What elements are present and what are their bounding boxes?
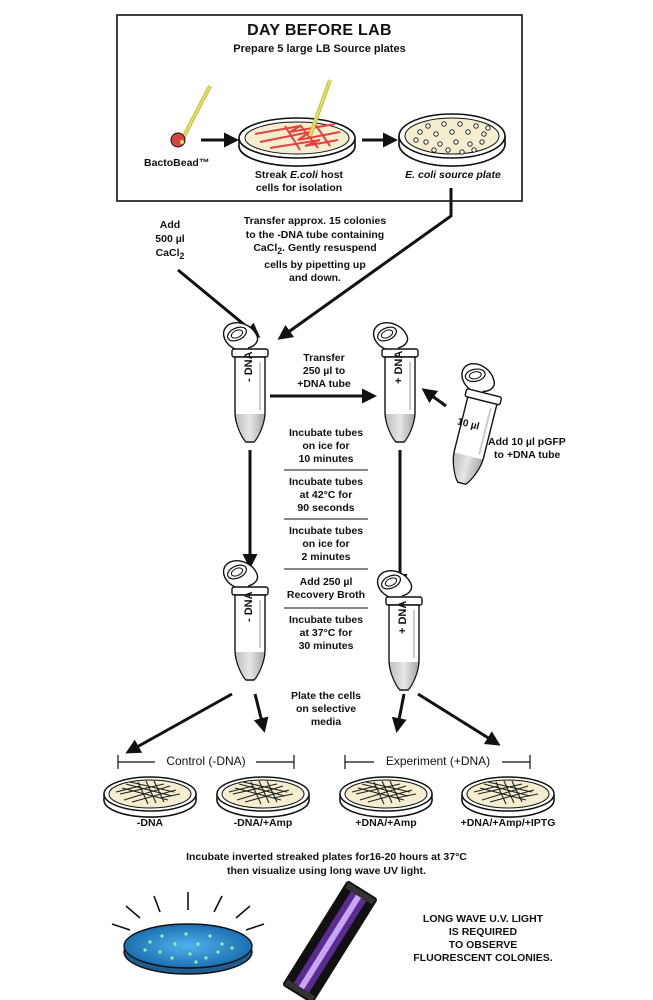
group-brackets [117,755,531,769]
plate-plus-dna-amp-iptg [461,776,555,818]
step-incubate-42-l1: Incubate tubes [288,476,364,488]
transfer-colonies-l3a: CaCl [253,242,278,254]
step-plate-l1: Plate the cells [290,690,362,702]
step-recovery-l2: Recovery Broth [286,589,366,601]
add-cacl2-note: Add 500 µl CaCl2 [140,218,200,263]
step-plate-l3: media [310,716,342,728]
transfer-colonies-note: Transfer approx. 15 colonies to the -DNA… [226,215,404,286]
add-pgfp-l1: Add 10 µl pGFP [488,436,566,448]
page-subtitle: Prepare 5 large LB Source plates [233,43,406,55]
footer-incubate-l2: then visualize using long wave UV light. [227,865,426,877]
transfer-colonies-l2: to the -DNA tube containing [245,228,385,241]
step-incubate-42-l2: at 42°C for [299,489,353,501]
tube-label-minus-top: - DNA [243,351,255,382]
arrow-colonies-to-tube [277,188,453,340]
step-recovery-broth: Add 250 µl Recovery Broth [278,576,374,602]
step-incubate-ice-10-l1: Incubate tubes [288,427,364,439]
step-recovery-l1: Add 250 µl [299,576,353,588]
uv-plate-icon [111,892,265,975]
add-cacl2-sub: 2 [179,251,185,262]
arrow-plate-4 [417,692,501,746]
tube-minus-dna-top [222,321,269,443]
plate-label-4: +DNA/+Amp/+IPTG [460,817,556,829]
uv-required-note: LONG WAVE U.V. LIGHT IS REQUIRED TO OBSE… [398,913,568,965]
step-incubate-37: Incubate tubes at 37°C for 30 minutes [278,614,374,653]
uv-l2: IS REQUIRED [448,926,518,938]
bactobead-label: BactoBead™ [144,157,210,169]
source-plate-icon [398,113,506,167]
transfer-colonies-l4: cells by pipetting up [264,258,366,271]
uv-lamp-icon [283,881,377,1000]
arrow-plate-3 [391,693,407,733]
transfer-250-l2: 250 µl to [302,365,346,377]
transfer-colonies-l1: Transfer approx. 15 colonies [243,215,387,227]
tube-label-minus-bottom: - DNA [243,591,255,622]
bactobead-icon [170,85,212,148]
streak-plate-icon [238,79,356,167]
step-incubate-ice-10-l2: on ice for [302,440,350,452]
add-pgfp-note: Add 10 µl pGFP to +DNA tube [488,436,566,462]
footer-incubate-note: Incubate inverted streaked plates for16-… [60,850,593,878]
transfer-250-l3: +DNA tube [297,378,351,390]
transfer-colonies-l3b: . Gently resuspend [282,242,377,254]
transfer-250-note: Transfer 250 µl to +DNA tube [282,352,366,391]
transfer-250-l1: Transfer [303,352,345,364]
page-title: DAY BEFORE LAB [247,22,392,39]
step-incubate-42: Incubate tubes at 42°C for 90 seconds [278,476,374,515]
add-cacl2-l1: Add [159,219,181,231]
arrow-pgfp-to-tube [421,388,447,408]
streak-line2: cells for isolation [255,182,343,194]
streak-suffix: host [317,169,344,181]
source-plate-label: E. coli source plate [405,169,501,181]
plate-plus-dna-amp [339,776,433,818]
step-plate-cells: Plate the cells on selective media [278,690,374,729]
step-incubate-ice-2-l3: 2 minutes [301,551,351,563]
plate-minus-dna-amp [216,776,310,818]
step-incubate-ice-2: Incubate tubes on ice for 2 minutes [278,525,374,564]
step-incubate-42-l3: 90 seconds [297,502,355,514]
step-incubate-37-l3: 30 minutes [298,640,354,652]
add-cacl2-l3: CaCl [155,247,180,259]
plate-minus-dna [103,776,197,818]
group-control-label: Control (-DNA) [166,754,246,768]
streak-label: Streak E.coli host cells for isolation [237,169,361,195]
step-incubate-ice-10-l3: 10 minutes [298,453,354,465]
step-dividers [284,469,368,609]
plate-label-2: -DNA/+Amp [233,817,293,829]
step-incubate-ice-2-l1: Incubate tubes [288,525,364,537]
uv-l4: FLUORESCENT COLONIES. [413,952,553,964]
transfer-colonies-l3sub: 2 [277,246,283,257]
arrow-plate-1 [125,692,233,754]
footer-incubate-l1: Incubate inverted streaked plates for16-… [186,851,467,863]
add-cacl2-l2: 500 µl [155,233,185,245]
tube-label-plus-bottom: + DNA [397,600,409,634]
step-plate-l2: on selective [295,703,357,715]
add-pgfp-l2: to +DNA tube [494,449,561,461]
step-incubate-37-l1: Incubate tubes [288,614,364,626]
tube-label-plus-top: + DNA [393,350,405,384]
streak-prefix: Streak [254,169,290,181]
arrow-plate-2 [253,693,269,733]
streak-organism: E.coli [289,169,318,181]
transfer-colonies-l5: and down. [289,272,341,285]
group-experiment-label: Experiment (+DNA) [385,754,491,768]
step-incubate-ice-10: Incubate tubes on ice for 10 minutes [278,427,374,466]
uv-l3: TO OBSERVE [448,939,518,951]
step-incubate-ice-2-l2: on ice for [302,538,350,550]
uv-l1: LONG WAVE U.V. LIGHT [422,913,544,925]
step-incubate-37-l2: at 37°C for [299,627,353,639]
plate-label-1: -DNA [136,817,164,829]
plate-label-3: +DNA/+Amp [355,817,417,829]
